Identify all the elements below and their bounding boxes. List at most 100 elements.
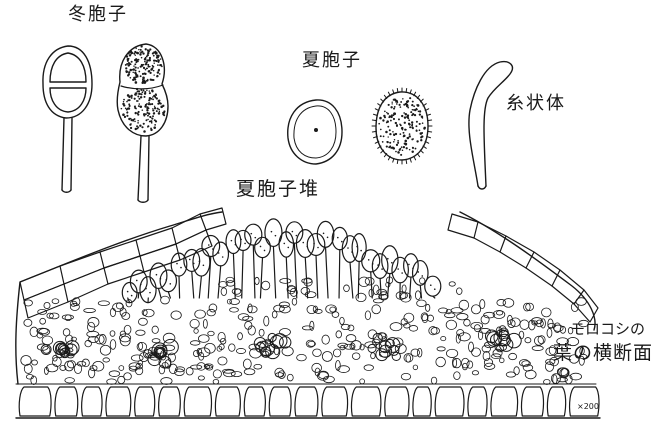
stipple-dot bbox=[169, 283, 171, 285]
stipple-dot bbox=[138, 90, 140, 92]
mesophyll-cell bbox=[110, 340, 116, 350]
stipple-dot bbox=[386, 112, 387, 113]
stipple-dot bbox=[153, 62, 154, 63]
stipple-dot bbox=[419, 114, 421, 116]
mesophyll-cell bbox=[287, 374, 293, 381]
stipple-dot bbox=[157, 64, 159, 66]
stipple-dot bbox=[138, 98, 140, 100]
stipple-dot bbox=[292, 231, 294, 233]
stipple-dot bbox=[393, 141, 395, 143]
stipple-dot bbox=[157, 55, 159, 57]
sorus-spore bbox=[226, 230, 241, 254]
stipple-dot bbox=[135, 48, 136, 49]
stipple-dot bbox=[143, 130, 146, 133]
stipple-dot bbox=[147, 119, 148, 120]
mesophyll-cell bbox=[437, 347, 445, 351]
stipple-dot bbox=[156, 75, 158, 77]
teliospore-stippled bbox=[117, 44, 168, 202]
epidermal-cell bbox=[19, 387, 51, 416]
stipple-dot bbox=[409, 133, 411, 135]
sorus-spore bbox=[255, 237, 271, 257]
stipple-dot bbox=[149, 90, 150, 91]
stipple-dot bbox=[387, 136, 388, 137]
spore-stalk bbox=[371, 272, 373, 298]
stipple-dot bbox=[418, 111, 420, 113]
stipple-dot bbox=[137, 122, 139, 124]
stipple-dot bbox=[123, 99, 125, 101]
mesophyll-cell bbox=[576, 298, 586, 306]
spore-stalk bbox=[242, 250, 243, 298]
mesophyll-cell bbox=[264, 316, 269, 326]
stipple-dot bbox=[158, 61, 160, 63]
stipple-dot bbox=[390, 106, 392, 108]
spine bbox=[372, 131, 376, 132]
mesophyll-cell bbox=[318, 371, 328, 378]
stipple-dot bbox=[151, 103, 153, 105]
epidermal-cell bbox=[184, 387, 211, 416]
epidermal-cell bbox=[351, 387, 380, 416]
sorus-spore bbox=[342, 236, 358, 263]
mesophyll-cell bbox=[509, 353, 517, 359]
mesophyll-cell bbox=[474, 325, 480, 332]
stipple-dot bbox=[416, 121, 418, 123]
mesophyll-cell bbox=[24, 319, 32, 326]
mesophyll-cell bbox=[195, 310, 206, 318]
stipple-dot bbox=[140, 45, 142, 47]
stipple-dot bbox=[147, 64, 149, 66]
sorus-urediniospores bbox=[122, 219, 441, 303]
spine bbox=[417, 154, 419, 157]
mesophyll-cell bbox=[213, 370, 221, 378]
stipple-dot bbox=[142, 73, 144, 75]
mesophyll-cell bbox=[194, 329, 198, 334]
mesophyll-cell bbox=[152, 339, 160, 343]
mesophyll-cell bbox=[65, 378, 75, 383]
spine bbox=[410, 158, 411, 162]
stipple-dot bbox=[147, 52, 149, 54]
mesophyll-cell bbox=[119, 366, 124, 371]
vascular-bundles bbox=[41, 328, 521, 368]
stipple-dot bbox=[302, 242, 304, 244]
stipple-dot bbox=[385, 131, 388, 134]
mesophyll-cell bbox=[171, 311, 181, 319]
stipple-dot bbox=[152, 96, 153, 97]
stipple-dot bbox=[151, 79, 153, 81]
vascular-cell bbox=[392, 352, 400, 360]
stipple-dot bbox=[271, 231, 273, 233]
stipple-dot bbox=[127, 291, 129, 293]
mesophyll-cell bbox=[198, 335, 209, 343]
stipple-dot bbox=[132, 72, 133, 73]
stipple-dot bbox=[147, 126, 149, 128]
stipple-dot bbox=[139, 53, 141, 55]
stipple-dot bbox=[149, 59, 151, 61]
stipple-dot bbox=[125, 67, 127, 69]
stipple-dot bbox=[134, 63, 136, 65]
mesophyll-cell bbox=[478, 331, 482, 340]
mesophyll-cell bbox=[336, 331, 342, 338]
stipple-dot bbox=[417, 271, 419, 273]
stipple-dot bbox=[388, 146, 390, 148]
stipple-dot bbox=[399, 149, 401, 151]
epidermis-right bbox=[448, 214, 598, 322]
stipple-dot bbox=[134, 107, 136, 109]
mesophyll-cell bbox=[436, 357, 446, 367]
stipple-dot bbox=[390, 116, 392, 118]
stipple-dot bbox=[412, 101, 414, 103]
stipple-dot bbox=[126, 115, 128, 117]
stipple-dot bbox=[416, 130, 418, 132]
mesophyll-cell bbox=[426, 304, 430, 311]
stipple-dot bbox=[377, 264, 379, 266]
stipple-dot bbox=[137, 96, 139, 98]
spore-stalk bbox=[168, 292, 170, 298]
vascular-cell bbox=[376, 349, 388, 361]
stipple-dot bbox=[145, 69, 147, 71]
stipple-dot bbox=[424, 127, 426, 129]
stipple-dot bbox=[152, 115, 154, 117]
stipple-dot bbox=[403, 132, 405, 134]
epidermal-cell bbox=[55, 387, 78, 416]
spine bbox=[428, 131, 432, 132]
stipple-dot bbox=[162, 113, 164, 115]
stipple-dot bbox=[407, 116, 409, 118]
spore-stalk bbox=[253, 245, 255, 298]
mesophyll-cell bbox=[40, 318, 46, 324]
mesophyll-cell bbox=[553, 325, 563, 331]
